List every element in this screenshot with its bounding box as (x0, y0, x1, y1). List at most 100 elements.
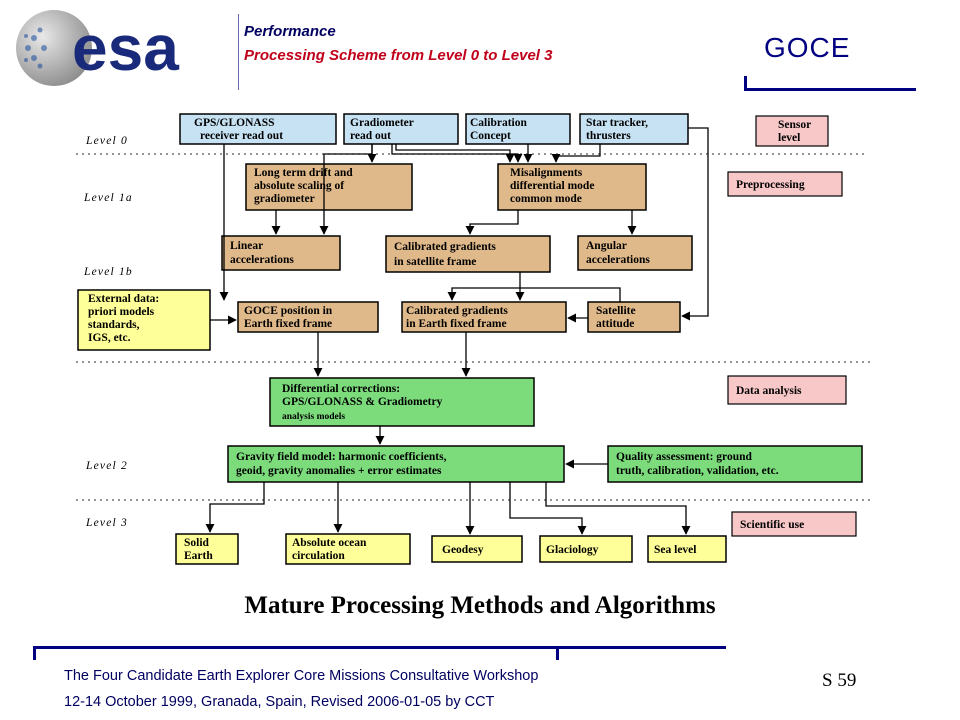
footer-workshop: The Four Candidate Earth Explorer Core M… (64, 668, 539, 684)
slide-number: S 59 (822, 670, 857, 691)
svg-text:GPS/GLONASS: GPS/GLONASS (194, 117, 275, 129)
connector-arrow (465, 210, 519, 235)
header-rule (744, 88, 916, 91)
box-differential-corrections: Differential corrections: GPS/GLONASS & … (269, 377, 535, 427)
connector-arrow (509, 482, 587, 535)
box-calibration-concept: Calibration Concept (465, 113, 571, 145)
svg-text:gradiometer: gradiometer (254, 193, 315, 205)
svg-text:Sensor: Sensor (778, 119, 811, 131)
svg-text:GOCE position in: GOCE position in (244, 305, 333, 317)
side-label-scientific-use: Scientific use (731, 511, 857, 537)
header-divider (238, 14, 239, 90)
box-calibrated-satellite: Calibrated gradients in satellite frame (385, 235, 551, 273)
box-misalignments: Misalignments differential mode common m… (497, 163, 647, 211)
connectors (205, 127, 709, 535)
level-label: Level 1b (83, 266, 133, 278)
connector-arrow (447, 287, 621, 302)
svg-text:Geodesy: Geodesy (442, 544, 484, 556)
svg-text:level: level (778, 132, 800, 144)
level-label: Level 0 (85, 135, 128, 147)
svg-text:Calibrated gradients: Calibrated gradients (394, 241, 496, 253)
section-title: Performance (244, 23, 336, 40)
svg-text:Misalignments: Misalignments (510, 167, 583, 179)
box-gps-receiver: GPS/GLONASS receiver read out (179, 113, 337, 145)
svg-text:Long term drift and: Long term drift and (254, 167, 353, 179)
box-angular-accelerations: Angular accelerations (577, 235, 693, 271)
svg-text:in Earth fixed frame: in Earth fixed frame (406, 318, 507, 330)
side-label-sensor-level: Sensor level (755, 115, 829, 147)
box-long-term-drift: Long term drift and absolute scaling of … (245, 163, 413, 211)
footer-rule-tick-right (556, 646, 559, 660)
svg-text:accelerations: accelerations (586, 254, 650, 266)
svg-text:Satellite: Satellite (596, 305, 636, 317)
connector-arrow (205, 482, 265, 533)
connector-arrow (395, 144, 515, 163)
side-label-preprocessing: Preprocessing (727, 171, 843, 197)
svg-text:attitude: attitude (596, 318, 634, 330)
footer-rule-tick-left (33, 646, 36, 660)
svg-text:Angular: Angular (586, 240, 627, 252)
box-linear-accelerations: Linear accelerations (221, 235, 341, 271)
svg-text:in satellite frame: in satellite frame (394, 256, 476, 268)
slide-caption: Mature Processing Methods and Algorithms (244, 592, 716, 619)
svg-text:Gravity field model: harmonic: Gravity field model: harmonic coefficien… (236, 451, 447, 463)
svg-text:differential mode: differential mode (510, 180, 594, 192)
box-gravity-field-model: Gravity field model: harmonic coefficien… (227, 445, 565, 483)
level-label: Level 2 (85, 460, 128, 472)
level-labels: Level 0 Level 1a Level 1b Level 2 Level … (83, 135, 133, 529)
connector-arrow (391, 144, 523, 163)
svg-text:circulation: circulation (292, 550, 345, 562)
box-geodesy: Geodesy (431, 535, 523, 563)
connector-arrow (551, 144, 601, 163)
side-label-data-analysis: Data analysis (727, 375, 847, 405)
svg-text:Earth: Earth (184, 550, 213, 562)
box-sea-level: Sea level (647, 535, 727, 563)
svg-text:Glaciology: Glaciology (546, 544, 599, 556)
svg-text:Calibration: Calibration (470, 117, 527, 129)
svg-text:thrusters: thrusters (586, 130, 631, 142)
svg-text:IGS, etc.: IGS, etc. (88, 332, 131, 344)
svg-text:accelerations: accelerations (230, 254, 294, 266)
connector-arrow (545, 482, 691, 535)
box-glaciology: Glaciology (539, 535, 633, 563)
esa-logo-text: esa (72, 12, 179, 84)
connector-arrow (681, 127, 709, 321)
svg-text:GPS/GLONASS & Gradiometry: GPS/GLONASS & Gradiometry (282, 396, 443, 408)
header-rule-tick (744, 76, 747, 90)
svg-text:Concept: Concept (470, 130, 511, 142)
svg-text:Scientific use: Scientific use (740, 519, 804, 531)
processing-diagram: Level 0 Level 1a Level 1b Level 2 Level … (76, 113, 872, 565)
mission-name: GOCE (764, 32, 851, 63)
svg-text:receiver read out: receiver read out (200, 130, 283, 142)
svg-text:truth, calibration, validation: truth, calibration, validation, etc. (616, 465, 779, 477)
svg-text:Linear: Linear (230, 240, 263, 252)
svg-text:Calibrated gradients: Calibrated gradients (406, 305, 508, 317)
box-external-data: External data: priori models standards, … (77, 289, 211, 351)
svg-text:Earth fixed frame: Earth fixed frame (244, 318, 332, 330)
svg-text:Star tracker,: Star tracker, (586, 117, 648, 129)
svg-text:read out: read out (350, 130, 391, 142)
svg-text:absolute scaling of: absolute scaling of (254, 180, 344, 192)
svg-text:priori models: priori models (88, 306, 155, 318)
box-solid-earth: Solid Earth (175, 533, 239, 565)
svg-text:common mode: common mode (510, 193, 582, 205)
esa-logo: esa (14, 8, 228, 88)
box-gradiometer-readout: Gradiometer read out (343, 113, 459, 145)
box-goce-position: GOCE position in Earth fixed frame (237, 301, 379, 333)
svg-text:standards,: standards, (88, 319, 140, 331)
level-label: Level 3 (85, 517, 128, 529)
box-star-tracker: Star tracker, thrusters (579, 113, 689, 145)
footer-date: 12-14 October 1999, Granada, Spain, Revi… (64, 694, 495, 710)
svg-text:analysis models: analysis models (282, 412, 345, 422)
svg-text:Solid: Solid (184, 537, 210, 549)
box-quality-assessment: Quality assessment: ground truth, calibr… (607, 445, 863, 483)
level-label: Level 1a (83, 192, 133, 204)
svg-text:External data:: External data: (88, 293, 159, 305)
svg-text:geoid, gravity anomalies + err: geoid, gravity anomalies + error estimat… (236, 465, 442, 477)
svg-text:Gradiometer: Gradiometer (350, 117, 414, 129)
footer-rule (36, 646, 726, 649)
svg-text:Preprocessing: Preprocessing (736, 179, 805, 191)
svg-text:Differential corrections:: Differential corrections: (282, 383, 400, 395)
svg-text:Absolute ocean: Absolute ocean (292, 537, 367, 549)
svg-text:Quality assessment: ground: Quality assessment: ground (616, 451, 752, 463)
